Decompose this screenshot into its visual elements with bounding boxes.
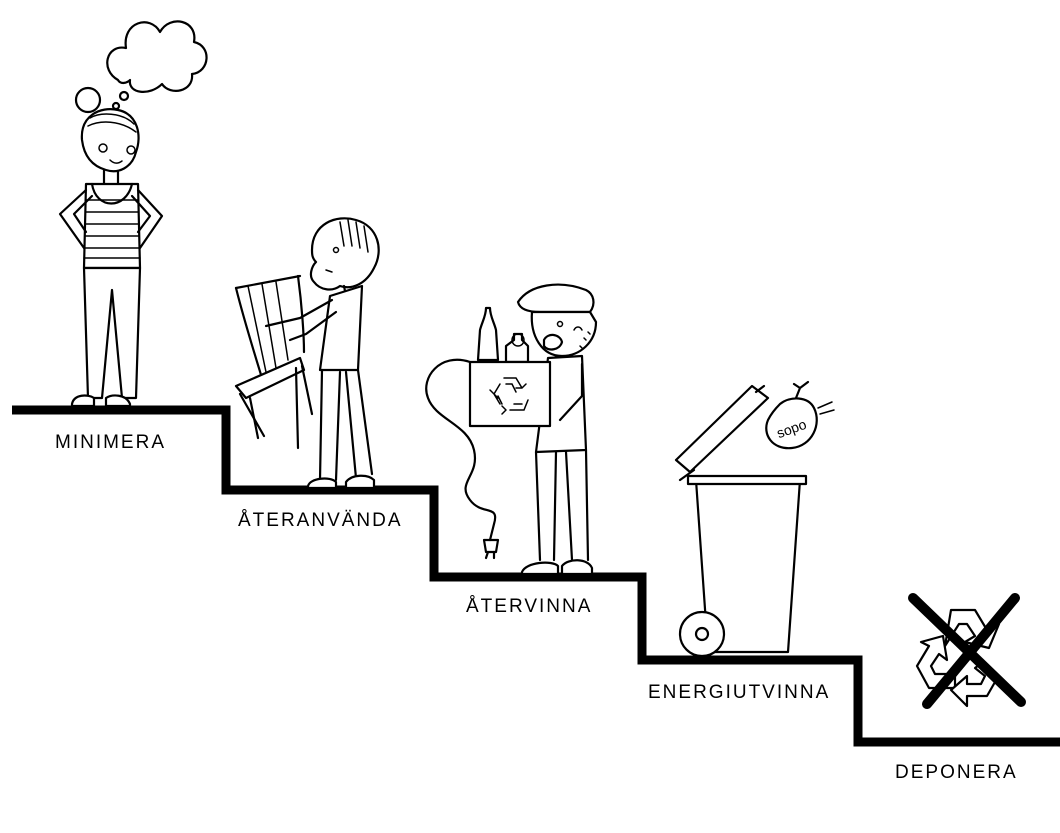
trash-bag: sopo [765,380,835,450]
step-label-ateranvanda: ÅTERANVÄNDA [238,510,403,531]
crossed-out-recycle-icon [908,593,1026,709]
recycle-icon [489,377,529,415]
woman-thinking-figure [58,20,208,408]
man-with-chair-figure [234,217,380,490]
staircase [12,405,1060,747]
chair [234,274,314,450]
thought-cloud [106,20,208,93]
recycling-box [468,360,552,428]
man-with-recycling-box-figure [425,283,598,576]
step-label-atervinna: ÅTERVINNA [466,596,593,617]
step-label-deponera: DEPONERA [895,762,1018,783]
step-label-energiutvinna: ENERGIUTVINNA [648,682,831,703]
step-label-minimera: MINIMERA [55,432,166,453]
waste-bin [674,384,808,658]
